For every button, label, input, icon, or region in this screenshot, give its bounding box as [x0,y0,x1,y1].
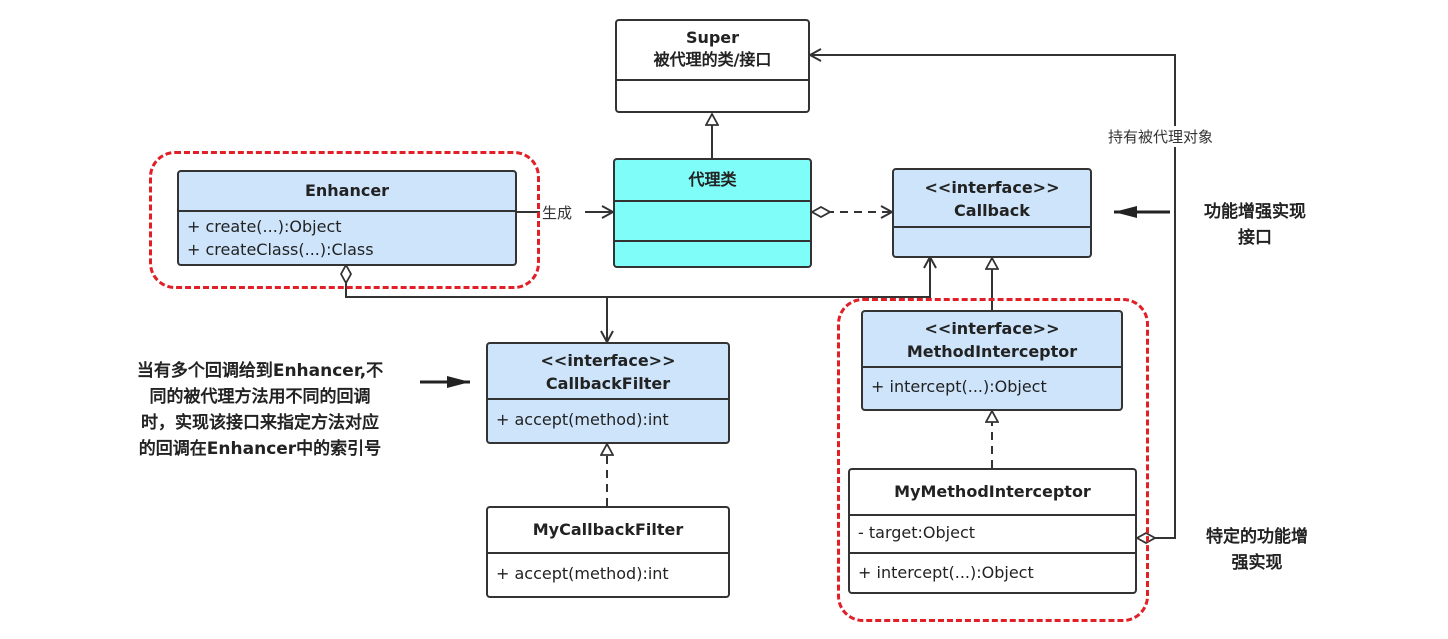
class-super[interactable]: Super 被代理的类/接口 [615,19,810,113]
note-filter-line2: 同的被代理方法用不同的回调 [149,387,371,407]
class-callback-body [894,228,1090,256]
class-super-body [617,81,808,111]
note-callback-line2: 接口 [1238,228,1272,248]
note-callback: 功能增强实现 接口 [1180,199,1330,251]
class-callbackfilter-stereotype: <<interface>> [540,351,676,370]
methodinterceptor-method-intercept: + intercept(...):Object [871,377,1047,396]
callbackfilter-method-accept: + accept(method):int [496,410,669,429]
class-methodinterceptor[interactable]: <<interface>> MethodInterceptor + interc… [861,310,1123,411]
class-mycallbackfilter[interactable]: MyCallbackFilter + accept(method):int [486,506,730,598]
class-callback-stereotype: <<interface>> [924,178,1060,197]
class-mymethodinterceptor[interactable]: MyMethodInterceptor - target:Object + in… [848,468,1137,594]
class-enhancer-name: Enhancer [179,172,515,212]
class-proxy-name: 代理类 [615,160,810,202]
class-callback-name: Callback [954,201,1030,220]
interceptor-group-outline [837,298,1149,622]
class-proxy-fields [615,202,810,242]
class-callback-header: <<interface>> Callback [894,170,1090,228]
class-enhancer-methods: + create(...):Object + createClass(...):… [179,212,515,264]
label-hold-target: 持有被代理对象 [1106,126,1216,147]
class-mycallbackfilter-name: MyCallbackFilter [488,508,728,554]
class-callback[interactable]: <<interface>> Callback [892,168,1092,258]
class-enhancer[interactable]: Enhancer + create(...):Object + createCl… [177,170,517,266]
class-callbackfilter-header: <<interface>> CallbackFilter [488,344,728,400]
class-super-name: Super [685,28,740,47]
class-super-header: Super 被代理的类/接口 [617,21,808,81]
note-filter-line4: 的回调在Enhancer中的索引号 [138,439,382,459]
class-proxy[interactable]: 代理类 [613,158,812,268]
note-interceptor-line2: 强实现 [1231,553,1283,573]
label-generate: 生成 [542,204,573,222]
class-methodinterceptor-name: MethodInterceptor [906,342,1078,361]
note-filter-line3: 时，实现该接口来指定方法对应 [141,413,379,433]
enhancer-method-create: + create(...):Object [187,217,342,236]
enhancer-group-outline [149,151,540,289]
class-proxy-methods [615,242,810,266]
note-filter-line1: 当有多个回调给到Enhancer,不 [136,361,384,381]
note-interceptor-line1: 特定的功能增 [1206,527,1308,547]
mymethodinterceptor-field-target: - target:Object [850,516,1135,554]
class-callbackfilter[interactable]: <<interface>> CallbackFilter + accept(me… [486,342,730,444]
edge-mymi-super [810,55,1176,538]
note-callback-line1: 功能增强实现 [1204,202,1306,222]
mycallbackfilter-method-accept: + accept(method):int [496,564,669,583]
class-methodinterceptor-stereotype: <<interface>> [924,319,1060,338]
class-callbackfilter-name: CallbackFilter [545,374,671,393]
class-mymethodinterceptor-name: MyMethodInterceptor [850,470,1135,516]
class-super-subtitle: 被代理的类/接口 [653,50,772,69]
note-interceptor: 特定的功能增 强实现 [1182,524,1332,576]
class-methodinterceptor-header: <<interface>> MethodInterceptor [863,312,1121,368]
enhancer-method-createclass: + createClass(...):Class [187,240,374,259]
note-callbackfilter: 当有多个回调给到Enhancer,不 同的被代理方法用不同的回调 时，实现该接口… [100,358,420,462]
mymethodinterceptor-method-intercept: + intercept(...):Object [858,563,1034,582]
